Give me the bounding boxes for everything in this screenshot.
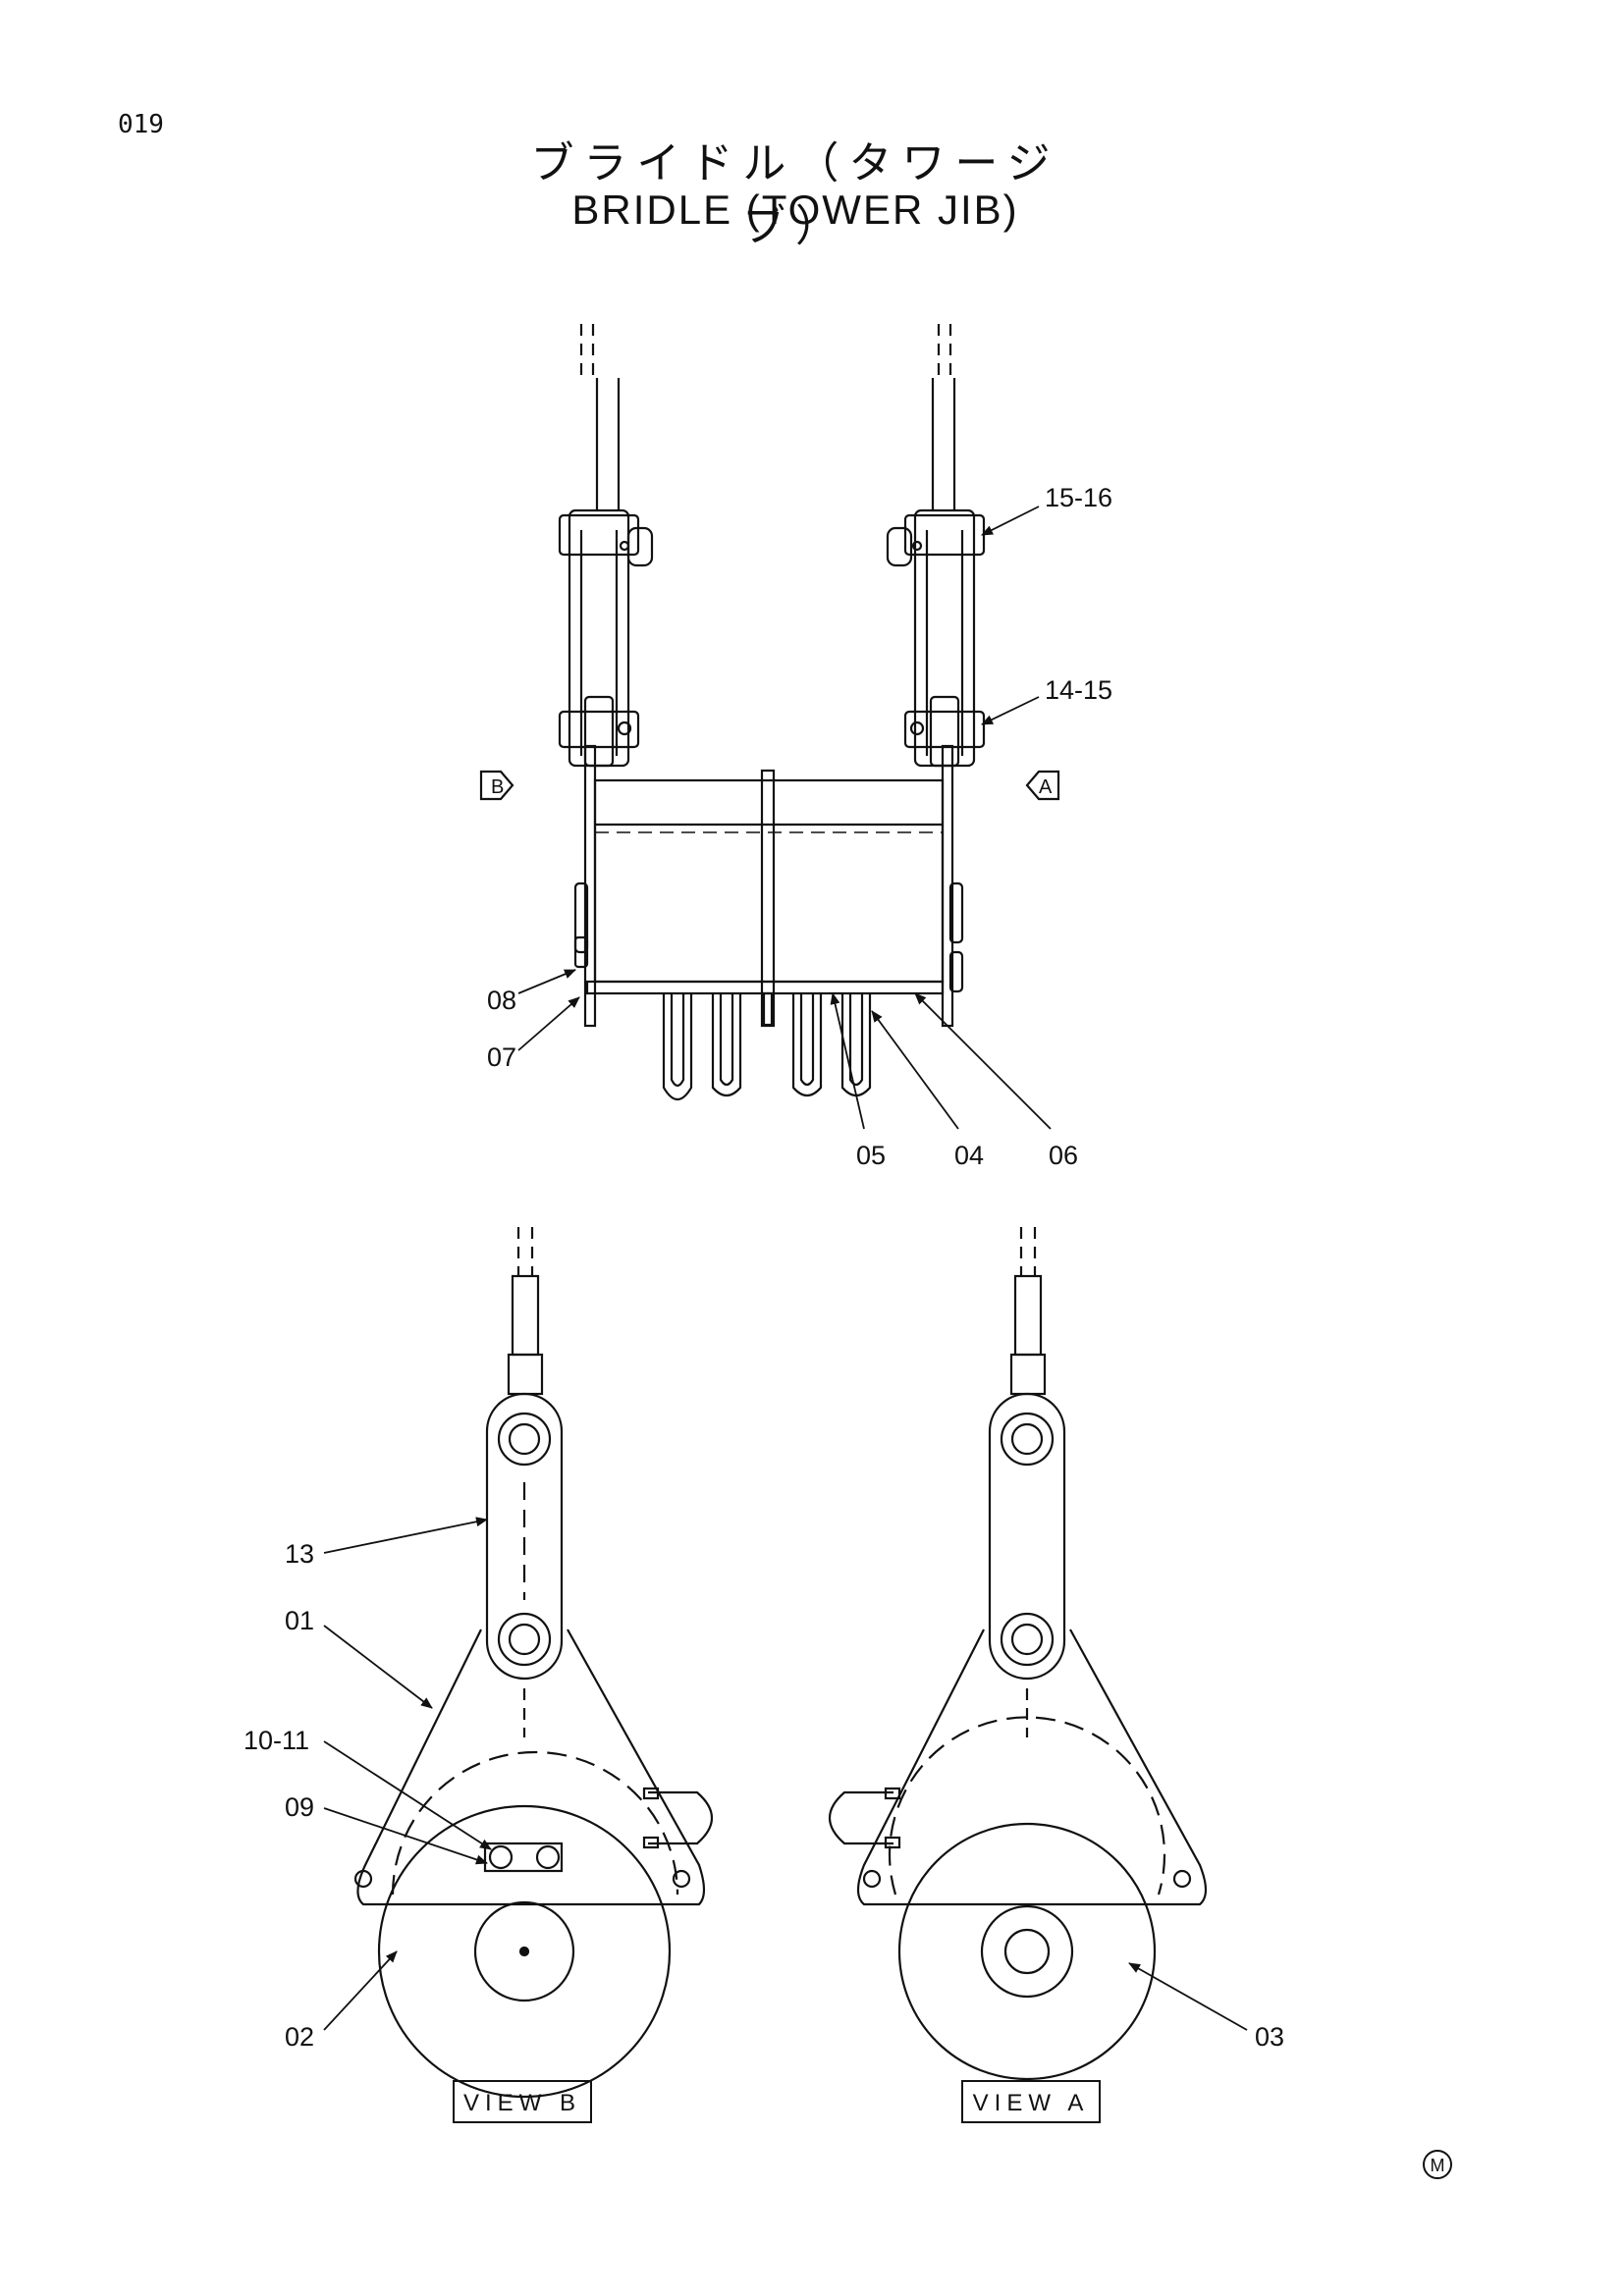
callout-08: 08 (487, 986, 516, 1015)
callout-03: 03 (1255, 2022, 1284, 2052)
title-english: BRIDLE (TOWER JIB) (571, 187, 1019, 233)
top-view (479, 324, 1060, 1101)
callout-14-15: 14-15 (1045, 675, 1112, 705)
sheaves (662, 991, 872, 1101)
callout-05: 05 (856, 1141, 886, 1170)
corner-mark: M (1431, 2156, 1445, 2175)
title-japanese: ブライドル（タワージブ） (530, 138, 1060, 251)
right-link-plates (886, 508, 986, 768)
right-rope (931, 324, 956, 510)
sheave-02 (377, 1804, 672, 2099)
view-a-label: VIEW A (973, 2090, 1090, 2116)
view-b-marker: B (491, 776, 504, 798)
callout-01: 01 (285, 1606, 314, 1635)
bridle-plate-view-a (856, 1629, 1208, 1906)
view-a-drawing (829, 1227, 1208, 2081)
link-13 (485, 1392, 564, 1681)
left-rope (579, 324, 621, 510)
callout-06: 06 (1049, 1141, 1078, 1170)
view-b-label-box (453, 2080, 592, 2123)
sheave-housing (585, 769, 945, 1028)
view-a-label-box (961, 2080, 1101, 2123)
callout-10-11: 10-11 (244, 1726, 309, 1755)
callout-13: 13 (285, 1539, 314, 1569)
view-b-drawing (353, 1227, 713, 2099)
view-b-label: VIEW B (463, 2090, 581, 2116)
top-callout-leaders (517, 506, 1052, 1130)
callout-02: 02 (285, 2022, 314, 2052)
corner-mark-circle (1423, 2150, 1452, 2179)
callout-09: 09 (285, 1792, 314, 1822)
link-view-a (988, 1392, 1066, 1681)
bottom-callout-leaders (323, 1517, 1248, 2031)
callout-07: 07 (487, 1042, 516, 1072)
callout-04: 04 (954, 1141, 984, 1170)
shackle-view-a (829, 1790, 893, 1845)
view-b-arrow (479, 770, 514, 801)
view-a-arrow (1025, 770, 1060, 801)
bridle-plate-01 (356, 1629, 706, 1906)
page-number: 019 (118, 110, 164, 139)
sheave-03 (897, 1822, 1157, 2081)
left-link-plates (558, 508, 654, 768)
view-a-marker: A (1039, 776, 1053, 798)
callout-15-16: 15-16 (1045, 483, 1112, 512)
shackle-view-b (648, 1790, 713, 1845)
